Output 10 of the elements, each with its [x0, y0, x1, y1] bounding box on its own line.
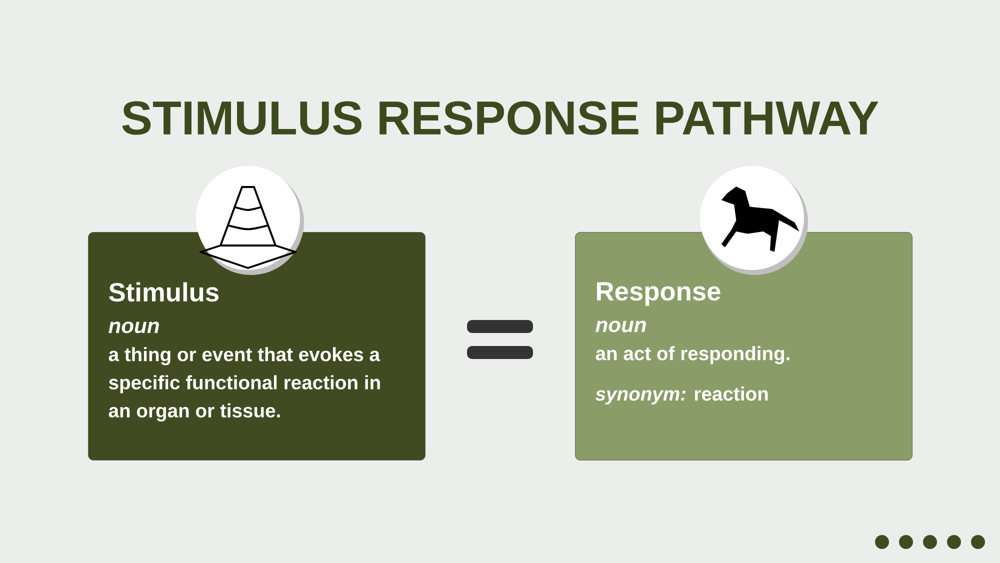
card-heading: Response [597, 282, 720, 306]
title: STIMULUS RESPONSE PATHWAY [122, 101, 878, 135]
definition-text: a thing or event that evokes a specific functional reaction in an organ or tissue. [108, 347, 380, 422]
definition-text: synonym: reaction [596, 386, 768, 405]
definition-card [88, 232, 426, 461]
definition-card [575, 232, 913, 461]
word-class: noun [108, 322, 159, 334]
definition-text: an act of responding. [596, 346, 790, 364]
card-heading: Stimulus [109, 282, 218, 302]
word-class: noun [596, 320, 646, 332]
